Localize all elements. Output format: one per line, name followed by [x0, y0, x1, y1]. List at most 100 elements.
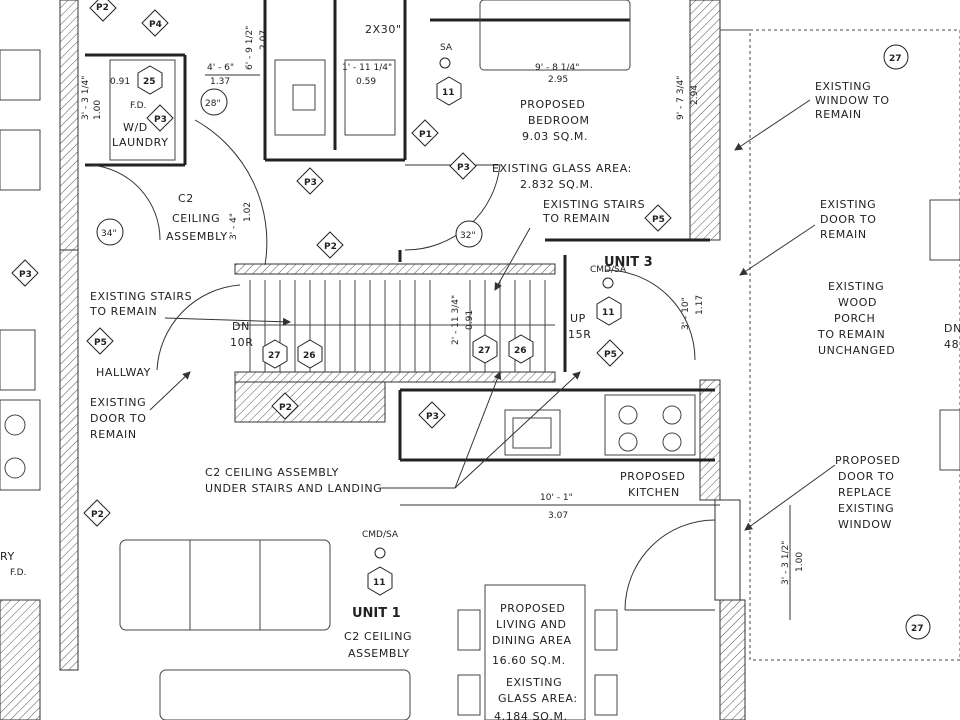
- leader-lines: [149, 74, 836, 620]
- newdoor-b: DOOR TO: [838, 470, 895, 483]
- living-glass-1: EXISTING: [506, 676, 562, 689]
- dim-d4: 6' - 9 1/2": [245, 26, 255, 70]
- unit1-c2-a: C2 CEILING: [344, 630, 412, 643]
- bedroom-area: 9.03 SQ.M.: [522, 130, 588, 143]
- c2-label-c: ASSEMBLY: [166, 230, 228, 243]
- stairs-note-1a: EXISTING STAIRS: [90, 290, 192, 303]
- unit1-label: UNIT 1: [352, 606, 401, 621]
- unit3-label: UNIT 3: [604, 255, 653, 270]
- tags: [11, 0, 931, 640]
- tag-p3-e: P3: [19, 270, 32, 280]
- label-sa: SA: [440, 43, 453, 53]
- door-34: 34": [101, 229, 117, 239]
- dim-d9m: 1.17: [695, 295, 705, 315]
- dim-d5m: 1.00: [93, 100, 103, 120]
- up-risers: 15R: [568, 328, 591, 341]
- tag-p2-a: P2: [96, 3, 109, 13]
- dim-d1: 9' - 8 1/4": [535, 63, 579, 73]
- stairs-note-1b: TO REMAIN: [89, 305, 157, 318]
- door-note-1c: REMAIN: [90, 428, 137, 441]
- tag-11-a: 11: [442, 88, 455, 98]
- tag-p1: P1: [419, 130, 432, 140]
- door-note-1b: DOOR TO: [90, 412, 147, 425]
- dim-d7: 3' - 4": [229, 213, 239, 240]
- c2-under-a: C2 CEILING ASSEMBLY: [205, 466, 339, 479]
- door-28: 28": [205, 99, 221, 109]
- laundry-1: W/D: [123, 121, 148, 134]
- tag-11-b: 11: [373, 578, 386, 588]
- up-label: UP: [570, 312, 586, 325]
- bedroom-glass-1: EXISTING GLASS AREA:: [492, 162, 632, 175]
- door-2x30: 2X30": [365, 23, 402, 36]
- walls: [0, 0, 746, 720]
- tag-26-a: 26: [303, 351, 316, 361]
- door-note-2b: DOOR TO: [820, 213, 877, 226]
- newdoor-d: EXISTING: [838, 502, 894, 515]
- tag-p3-c: P3: [154, 115, 167, 125]
- fd-label: F.D.: [130, 101, 146, 111]
- tag-p5-c: P5: [604, 350, 617, 360]
- tag-27-d: 27: [911, 624, 924, 634]
- ry-left: RY: [0, 550, 15, 563]
- tag-p3-a: P3: [457, 163, 470, 173]
- fd-left: F.D.: [10, 568, 26, 578]
- tag-p5-a: P5: [652, 215, 665, 225]
- door-note-2a: EXISTING: [820, 198, 876, 211]
- label-cmd-sa-3: CMD/SA: [590, 265, 627, 275]
- n48-right: 48: [944, 338, 959, 351]
- dim-d5: 3' - 3 1/4": [81, 76, 91, 120]
- dim-d3: 1' - 11 1/4": [342, 63, 392, 73]
- dim-d3m: 0.59: [356, 77, 376, 87]
- tag-p3-b: P3: [304, 178, 317, 188]
- porch-d: TO REMAIN: [817, 328, 885, 341]
- stairs-note-2a: EXISTING STAIRS: [543, 198, 645, 211]
- tag-p5-b: P5: [94, 338, 107, 348]
- door-32: 32": [460, 231, 476, 241]
- tag-p2-d: P2: [91, 510, 104, 520]
- dim-d12m: 1.00: [795, 552, 805, 572]
- tag-27-c: 27: [889, 54, 902, 64]
- tag-27-b: 27: [478, 346, 491, 356]
- dn-right: DN: [944, 322, 960, 335]
- dim-d1m: 2.95: [548, 75, 568, 85]
- dim-d11m: 3.07: [548, 511, 568, 521]
- dim-d2m: 1.37: [210, 77, 230, 87]
- laundry-2: LAUNDRY: [112, 136, 169, 149]
- porch-e: UNCHANGED: [818, 344, 895, 357]
- dim-d11: 10' - 1": [540, 493, 573, 503]
- living-1: PROPOSED: [500, 602, 565, 615]
- living-glass-3: 4.184 SQ.M.: [494, 710, 568, 720]
- dim-d9: 3' - 10": [681, 297, 691, 330]
- tag-26-b: 26: [514, 346, 527, 356]
- kitchen-1: PROPOSED: [620, 470, 685, 483]
- win-note-c: REMAIN: [815, 108, 862, 121]
- hallway-label: HALLWAY: [96, 366, 151, 379]
- tag-p3-d: P3: [426, 412, 439, 422]
- dim-d10m: 0.91: [465, 310, 475, 330]
- dim-d6: 0.91: [110, 77, 130, 87]
- door-note-2c: REMAIN: [820, 228, 867, 241]
- dim-d8: 9' - 7 3/4": [676, 76, 686, 120]
- bedroom-name-1: PROPOSED: [520, 98, 585, 111]
- bedroom-name-2: BEDROOM: [528, 114, 590, 127]
- dn-risers: 10R: [230, 336, 253, 349]
- living-2: LIVING AND: [496, 618, 567, 631]
- dn-label: DN: [232, 320, 250, 333]
- tag-p2-c: P2: [279, 403, 292, 413]
- newdoor-a: PROPOSED: [835, 454, 900, 467]
- unit1-c2-b: ASSEMBLY: [348, 647, 410, 660]
- porch-a: EXISTING: [828, 280, 884, 293]
- tag-p2-b: P2: [324, 242, 337, 252]
- living-glass-2: GLASS AREA:: [498, 692, 578, 705]
- stairs-note-2b: TO REMAIN: [542, 212, 610, 225]
- living-3: DINING AREA: [492, 634, 572, 647]
- label-cmd-sa-1: CMD/SA: [362, 530, 399, 540]
- kitchen-2: KITCHEN: [628, 486, 680, 499]
- dim-d2: 4' - 6": [207, 63, 234, 73]
- tag-p4: P4: [149, 20, 162, 30]
- win-note-b: WINDOW TO: [815, 94, 890, 107]
- dim-d4m: 2.07: [259, 30, 269, 50]
- door-note-1a: EXISTING: [90, 396, 146, 409]
